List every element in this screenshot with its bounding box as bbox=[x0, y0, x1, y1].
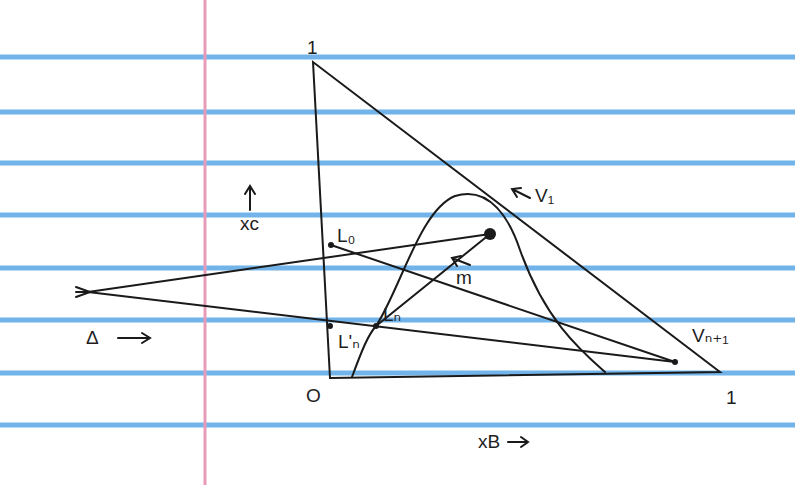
point-label: Vₙ₊₁ bbox=[692, 326, 729, 345]
arrow bbox=[452, 256, 470, 266]
binodal-curve bbox=[352, 194, 605, 377]
delta-line-lower bbox=[88, 292, 675, 362]
point bbox=[328, 242, 334, 248]
tie-line bbox=[331, 245, 675, 362]
point-label: m bbox=[456, 268, 472, 287]
points bbox=[327, 228, 678, 365]
tick bbox=[76, 287, 90, 297]
axis-value: 1 bbox=[726, 388, 737, 407]
axis-value: O bbox=[306, 386, 321, 405]
triangle bbox=[313, 62, 720, 378]
margin-line bbox=[204, 0, 207, 485]
arrow bbox=[508, 437, 528, 447]
point-label: Lₙ bbox=[383, 305, 401, 324]
tie-line bbox=[376, 234, 490, 326]
point-label: L'ₙ bbox=[338, 332, 360, 351]
construction bbox=[76, 62, 720, 447]
ruled-paper bbox=[0, 57, 795, 425]
axis-label: xc bbox=[240, 214, 259, 233]
point-label: V₁ bbox=[535, 186, 554, 205]
axis-value: 1 bbox=[307, 38, 318, 57]
axis-label: xB bbox=[478, 432, 500, 451]
point bbox=[484, 228, 496, 240]
point bbox=[327, 323, 333, 329]
arrow bbox=[245, 186, 255, 210]
arrow bbox=[512, 188, 530, 198]
point bbox=[373, 323, 379, 329]
point-label: Δ bbox=[86, 328, 99, 347]
point-label: L₀ bbox=[337, 226, 355, 245]
point bbox=[672, 359, 678, 365]
arrow bbox=[118, 333, 150, 343]
